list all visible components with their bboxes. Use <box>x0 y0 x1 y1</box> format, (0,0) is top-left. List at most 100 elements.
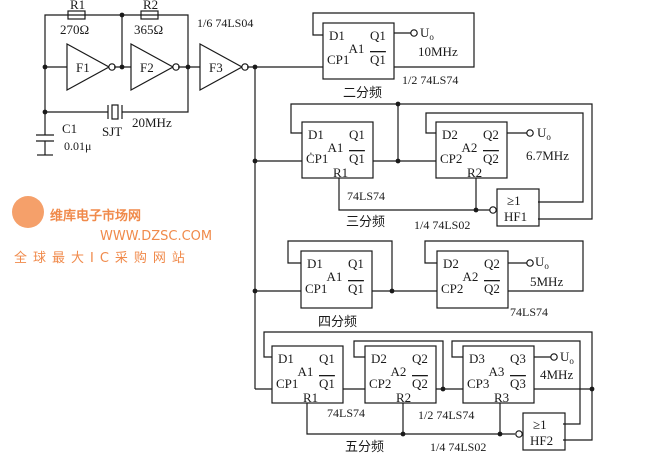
flip-flop-name: A2 <box>463 269 479 284</box>
junction-dot <box>119 64 125 70</box>
output-subscript: o <box>569 356 574 366</box>
output-symbol: U <box>535 254 545 269</box>
q-pin-label: Q1 <box>349 127 365 142</box>
inverter-F3 <box>199 42 244 92</box>
reset-pin-label: R2 <box>396 390 411 405</box>
junction-dot <box>497 431 503 437</box>
r2-value: 365Ω <box>134 22 163 37</box>
gate-name: HF2 <box>530 433 553 448</box>
gate-name: HF1 <box>504 209 527 224</box>
wire <box>338 178 493 211</box>
output-symbol: U <box>420 25 430 40</box>
cp-pin-label: CP1 <box>305 281 327 296</box>
qbar-pin-label: Q1 <box>349 151 365 166</box>
c1-value: 0.01μ <box>64 139 91 153</box>
flip-flop-name: A1 <box>328 140 344 155</box>
c1-label: C1 <box>62 121 77 136</box>
cp-pin-label: CP2 <box>369 376 391 391</box>
inverter-ic-label: 1/6 74LS04 <box>197 16 253 30</box>
gate-ic-label: 1/4 74LS02 <box>430 440 486 454</box>
ic-label: 74LS74 <box>347 189 385 203</box>
cp-pin-label: ĊP1 <box>306 151 328 166</box>
gate-label: F2 <box>140 60 154 75</box>
output-subscript: o <box>429 32 434 42</box>
watermark-brand: 维库电子市场网 <box>50 208 141 224</box>
terminal-circle <box>515 430 523 438</box>
cp-pin-label: CP1 <box>327 52 349 67</box>
wire <box>312 12 475 68</box>
junction-dot <box>252 158 258 164</box>
flip-flop-name: A3 <box>489 364 505 379</box>
watermark-logo-icon <box>12 196 44 228</box>
section-title: 四分频 <box>318 314 357 329</box>
d-pin-label: D3 <box>469 351 485 366</box>
d-pin-label: D2 <box>371 351 387 366</box>
reset-pin-label: R1 <box>333 165 348 180</box>
flip-flop-name: A1 <box>298 364 314 379</box>
d-pin-label: D1 <box>278 351 294 366</box>
wire <box>44 14 189 67</box>
wire <box>290 103 593 220</box>
nor-gate <box>522 412 566 451</box>
section-title: 五分频 <box>345 439 384 454</box>
terminal-circle <box>550 353 558 361</box>
gate-symbol: ≥1 <box>507 193 521 208</box>
qbar-pin-label: Q1 <box>370 52 386 67</box>
section-title: 二分频 <box>343 85 382 100</box>
watermark-slogan: 全球最大IC采购网站 <box>14 250 191 266</box>
crystal-frequency: 20MHz <box>132 115 172 130</box>
flip-flop-div5-1 <box>364 345 437 404</box>
junction-dot <box>400 431 406 437</box>
d-pin-label: D1 <box>329 28 345 43</box>
r1-label: R1 <box>70 0 85 12</box>
resistor-r2 <box>140 10 159 20</box>
wire <box>353 340 444 389</box>
gate-ic-label: 1/4 74LS02 <box>414 218 470 232</box>
crystal-label: SJT <box>102 124 122 139</box>
cp-pin-label: CP2 <box>441 281 463 296</box>
flip-flop-name: A2 <box>391 364 407 379</box>
reset-pin-label: R2 <box>467 165 482 180</box>
flip-flop-div4-1 <box>436 250 509 309</box>
section-title: 三分频 <box>346 214 385 229</box>
junction-dot <box>252 288 258 294</box>
junction-dot <box>589 386 595 392</box>
ic-label: 74LS74 <box>327 406 365 420</box>
terminal-circle <box>410 29 418 37</box>
ic-label: 74LS74 <box>510 305 548 319</box>
output-frequency: 5MHz <box>530 274 563 289</box>
resistor-r1 <box>67 10 86 20</box>
cp-pin-label: CP3 <box>467 376 489 391</box>
inverter-F1 <box>66 42 111 92</box>
output-frequency: 4MHz <box>540 367 573 382</box>
r1-value: 270Ω <box>60 22 89 37</box>
flip-flop-div3-0 <box>301 121 374 179</box>
reset-pin-label: R1 <box>303 390 318 405</box>
d-pin-label: D2 <box>443 256 459 271</box>
flip-flop-name: A1 <box>327 269 343 284</box>
flip-flop-div5-2 <box>462 345 535 404</box>
output-frequency: 6.7MHz <box>526 148 569 163</box>
crystal-sjt <box>111 104 119 120</box>
wire <box>287 240 393 291</box>
flip-flop-name: A1 <box>349 41 365 56</box>
qbar-pin-label: Q3 <box>510 376 526 391</box>
output-label: Uo <box>420 25 434 42</box>
qbar-pin-label: Q2 <box>483 151 499 166</box>
gate-label: F1 <box>76 60 90 75</box>
nor-gate <box>496 188 540 227</box>
wire <box>425 112 584 203</box>
ic-label: 1/2 74LS74 <box>402 73 458 87</box>
flip-flop-div2-0 <box>322 22 395 80</box>
output-label: Uo <box>537 125 551 142</box>
qbar-pin-label: Q2 <box>412 376 428 391</box>
inverter-F2 <box>130 42 175 92</box>
output-frequency: 10MHz <box>418 44 458 59</box>
wire <box>122 67 189 113</box>
wire <box>306 403 515 435</box>
q-pin-label: Q2 <box>483 127 499 142</box>
r2-label: R2 <box>143 0 158 12</box>
flip-flop-name: A2 <box>462 140 478 155</box>
